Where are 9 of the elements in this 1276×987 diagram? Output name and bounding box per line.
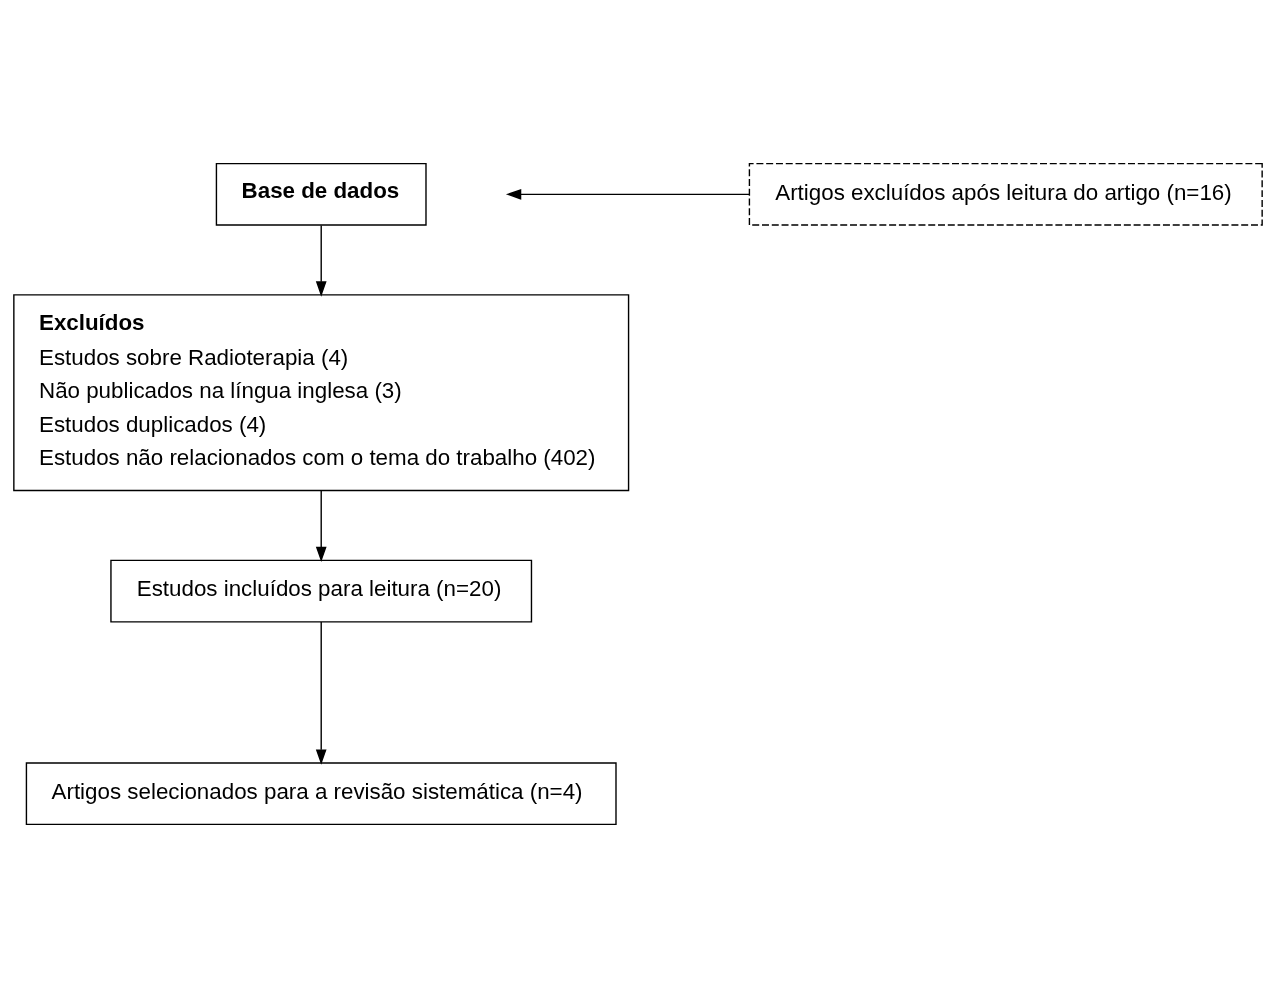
- node-box: Excluídos Estudos sobre Radioterapia (4) Não publicados na língua inglesa (3) Estudos duplicados (4) Estudos não relacionados com o tema do trabalho (402): [13, 293, 630, 491]
- arrow: [315, 224, 327, 297]
- node-box: Artigos excluídos após leitura do artigo (n=16): [748, 162, 1263, 226]
- arrow: [315, 620, 327, 765]
- node-box: Artigos selecionados para a revisão sistemática (n=4): [25, 761, 617, 825]
- node-box: Estudos incluídos para leitura (n=20): [110, 559, 533, 623]
- node-box: Base de dados: [215, 162, 427, 226]
- arrow: [505, 188, 750, 200]
- arrow: [315, 489, 327, 562]
